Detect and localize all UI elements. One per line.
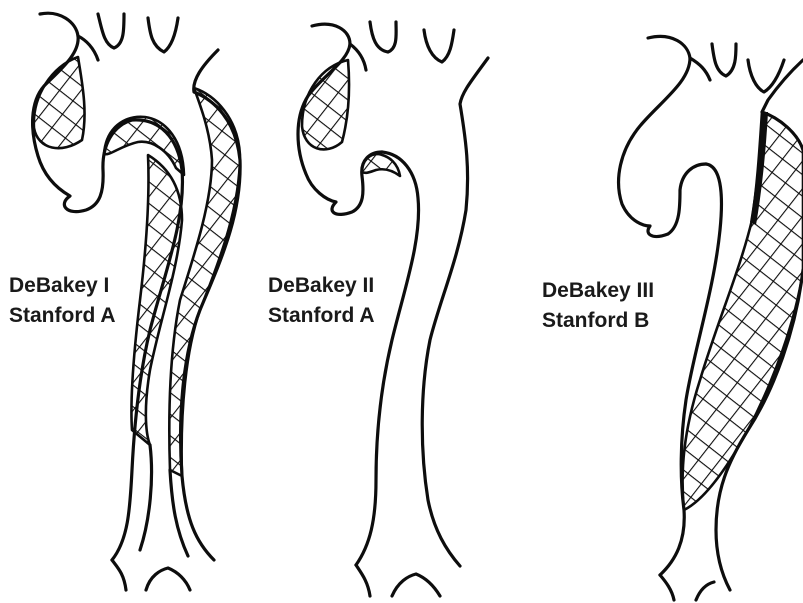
subclavian-branch-3 xyxy=(690,58,710,80)
debakey-label-1: DeBakey I xyxy=(9,271,116,301)
stanford-label-2: Stanford A xyxy=(268,301,375,331)
subclavian-branch-2 xyxy=(350,44,366,70)
aorta-outline-descending-outer xyxy=(170,470,188,556)
false-lumen-ascending-2 xyxy=(302,60,349,149)
carotid-branch xyxy=(148,18,178,52)
label-panel-1: DeBakey I Stanford A xyxy=(9,271,116,331)
label-panel-2: DeBakey II Stanford A xyxy=(268,271,375,331)
stanford-label-1: Stanford A xyxy=(9,301,116,331)
carotid-branch-2 xyxy=(424,30,454,62)
debakey-label-3: DeBakey III xyxy=(542,276,654,306)
brachiocephalic-branch-2 xyxy=(370,22,396,52)
iliac-bifurcation-2 xyxy=(356,565,440,596)
aorta-outline-left-3 xyxy=(619,36,706,236)
aorta-outline-descending-inner xyxy=(140,445,152,550)
debakey-label-2: DeBakey II xyxy=(268,271,375,301)
brachiocephalic-branch-3 xyxy=(712,44,736,76)
label-panel-3: DeBakey III Stanford B xyxy=(542,276,654,336)
aorta-outline-right-2 xyxy=(422,58,488,566)
false-lumen-arch xyxy=(104,117,184,175)
brachiocephalic-branch xyxy=(98,14,124,48)
false-lumen-descending-3 xyxy=(683,112,803,510)
aorta-outline-inner-curve-2 xyxy=(356,152,419,565)
stanford-label-3: Stanford B xyxy=(542,306,654,336)
iliac-bifurcation-3 xyxy=(660,575,714,600)
subclavian-branch xyxy=(78,36,98,60)
iliac-bifurcation xyxy=(112,560,190,590)
